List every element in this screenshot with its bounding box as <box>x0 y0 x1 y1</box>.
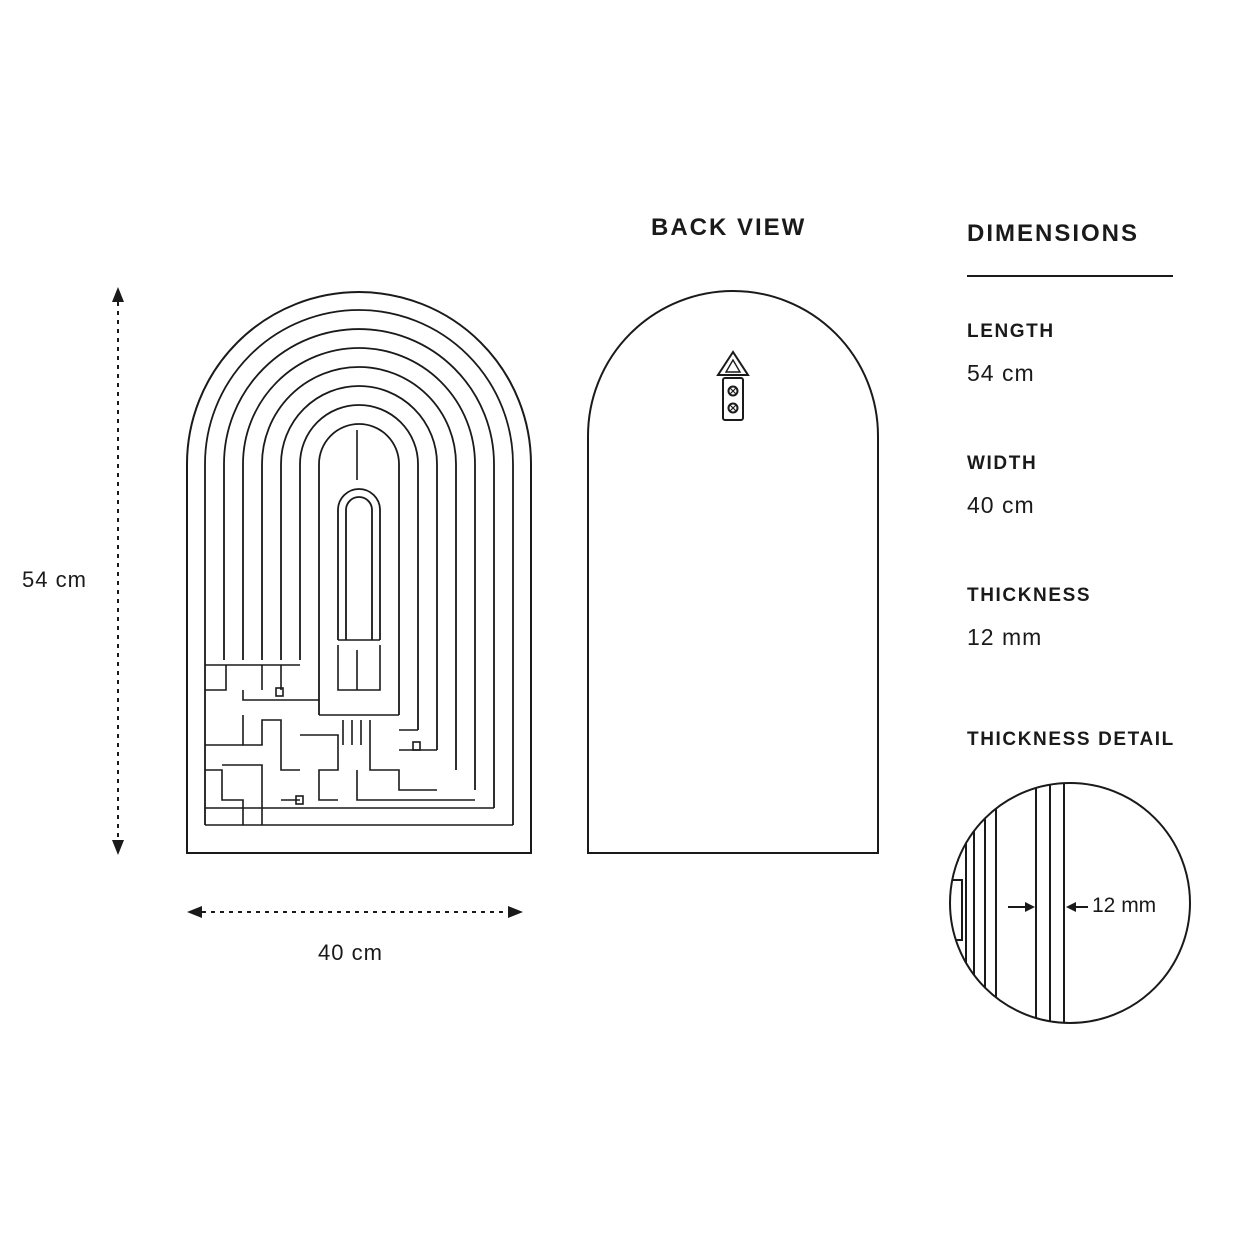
back-view <box>587 290 879 854</box>
width-spec-value: 40 cm <box>967 492 1035 518</box>
height-label: 54 cm <box>22 567 87 592</box>
arrow-left-icon <box>187 906 202 918</box>
thickness-value: 12 mm <box>967 624 1043 650</box>
arrow-left-icon <box>1066 902 1076 912</box>
sawtooth-hanger-icon <box>716 350 750 421</box>
maze-arches <box>204 309 514 825</box>
thickness-callout-label: 12 mm <box>1092 894 1157 917</box>
dimensions-title: DIMENSIONS <box>967 220 1140 247</box>
thickness-callout-arrows <box>1008 902 1088 912</box>
height-dimension-arrow <box>112 287 124 855</box>
front-outline <box>186 291 532 854</box>
back-view-title: BACK VIEW <box>651 214 807 241</box>
thickness-label: THICKNESS <box>967 585 1092 606</box>
arrow-up-icon <box>112 287 124 302</box>
front-view <box>186 291 532 854</box>
length-value: 54 cm <box>967 360 1035 386</box>
arrow-down-icon <box>112 840 124 855</box>
detail-circle-outline <box>949 782 1191 1024</box>
maze-walls <box>205 430 513 826</box>
width-label: 40 cm <box>318 940 383 965</box>
thickness-detail-title: THICKNESS DETAIL <box>967 729 1175 750</box>
width-spec-label: WIDTH <box>967 453 1038 474</box>
back-outline <box>587 290 879 854</box>
arrow-right-icon <box>508 906 523 918</box>
arrow-right-icon <box>1025 902 1035 912</box>
length-label: LENGTH <box>967 321 1055 342</box>
width-dimension-arrow <box>187 906 523 918</box>
